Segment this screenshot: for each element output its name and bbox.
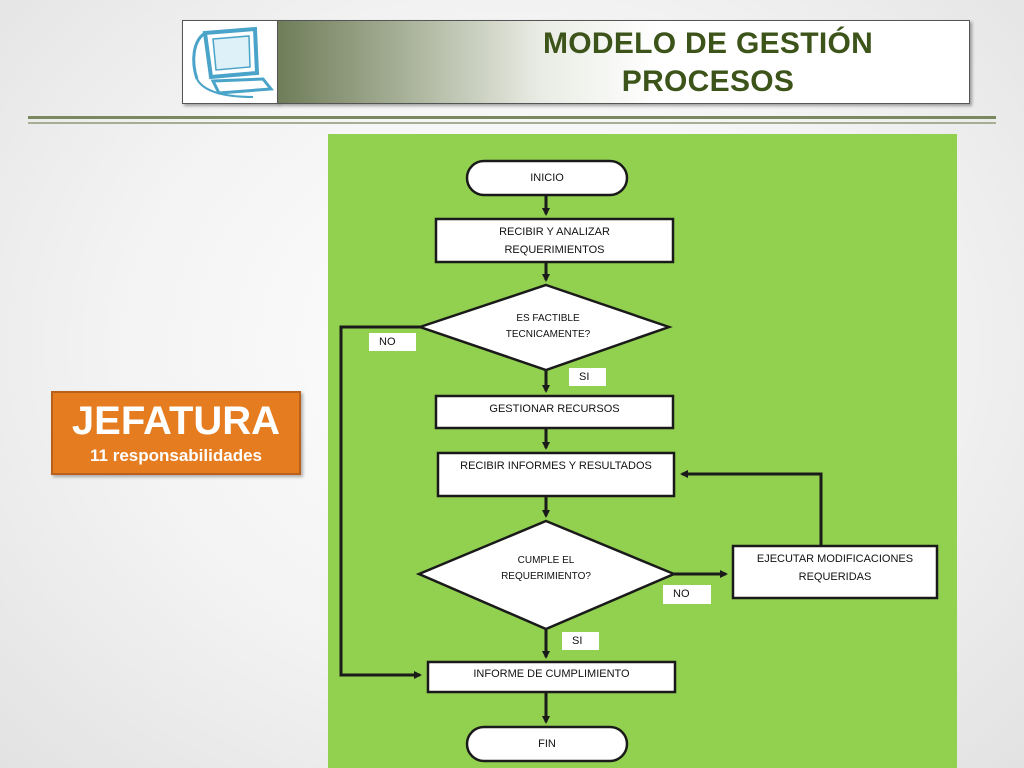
node-meets-decision — [415, 519, 678, 631]
flowchart-panel: INICIO RECIBIR Y ANALIZAR REQUERIMIENTOS… — [328, 134, 957, 768]
header-divider-secondary — [28, 122, 996, 124]
edge-label-meets-no: NO — [663, 585, 711, 604]
header-divider — [28, 116, 996, 119]
label-manage-resources: GESTIONAR RECURSOS — [489, 403, 620, 415]
edge-label-feasible-no: NO — [369, 333, 416, 351]
label-meets-1: CUMPLE EL — [517, 555, 575, 566]
label-execute-changes-2: REQUERIDAS — [798, 571, 872, 583]
label-meets-2: REQUERIMIENTO? — [501, 571, 591, 582]
label-execute-changes-1: EJECUTAR MODIFICACIONES — [756, 553, 914, 565]
logo — [182, 20, 278, 104]
flowchart-diagram — [339, 159, 939, 763]
label-receive-reports: RECIBIR INFORMES Y RESULTADOS — [460, 460, 652, 472]
node-compliance-report — [426, 660, 677, 694]
page-title: MODELO DE GESTIÓN — [542, 27, 874, 60]
node-manage-resources — [434, 394, 675, 430]
label-feasible-2: TECNICAMENTE? — [505, 329, 591, 340]
edge-label-meets-yes: SI — [562, 632, 599, 650]
role-subtitle: 11 responsabilidades — [90, 446, 262, 465]
edge-changes-loop — [680, 470, 823, 546]
label-receive-requirements-1: RECIBIR Y ANALIZAR — [499, 226, 610, 238]
node-execute-changes — [731, 544, 939, 600]
node-feasible-decision — [416, 283, 673, 372]
node-end — [465, 725, 629, 763]
role-badge: JEFATURA 11 responsabilidades — [51, 391, 301, 475]
node-receive-reports — [436, 451, 676, 498]
page-subtitle: PROCESOS — [621, 65, 795, 98]
label-start: INICIO — [530, 172, 564, 184]
label-compliance-report: INFORME DE CUMPLIMIENTO — [473, 668, 630, 680]
node-receive-requirements — [434, 217, 675, 264]
node-start — [465, 159, 629, 197]
role-title: JEFATURA — [71, 399, 281, 443]
edge-label-feasible-yes: SI — [569, 368, 606, 386]
computer-monitor-icon — [192, 26, 274, 98]
label-feasible-1: ES FACTIBLE — [516, 313, 580, 324]
label-end: FIN — [538, 738, 556, 750]
edge-feasible-no — [339, 325, 422, 679]
title-banner: MODELO DE GESTIÓN PROCESOS — [277, 20, 970, 104]
label-receive-requirements-2: REQUERIMIENTOS — [504, 244, 605, 256]
